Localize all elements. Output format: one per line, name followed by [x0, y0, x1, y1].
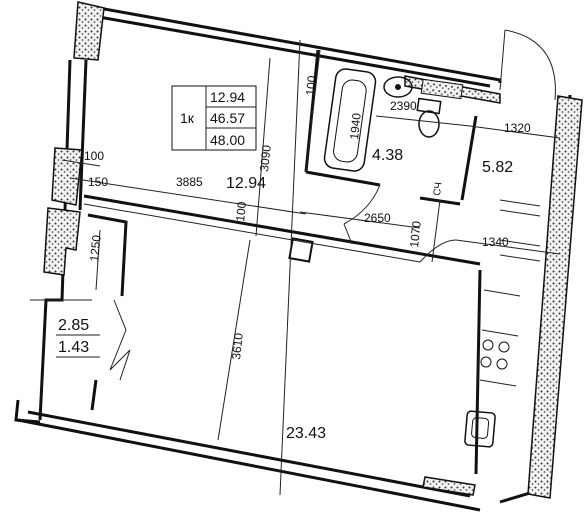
bath-door-arc — [343, 184, 381, 225]
bathroom-fixtures — [323, 68, 464, 172]
dimension-labels: 100 3090 1940 2390 1320 100 150 3885 100… — [84, 75, 531, 361]
bottom-wall-inner — [27, 410, 471, 498]
hob-ring-3 — [480, 356, 492, 368]
left-column-2 — [43, 207, 81, 276]
dim-2650: 2650 — [364, 211, 391, 225]
hob-ring-2 — [498, 341, 510, 353]
loggia — [30, 213, 131, 411]
dim-2390: 2390 — [390, 99, 417, 113]
dim-100-mid: 100 — [233, 201, 249, 223]
loggia-area-full: 2.85 — [58, 317, 89, 334]
hall-door-arc — [419, 239, 457, 263]
hall-wardrobe-marks — [499, 199, 541, 262]
door-swings — [343, 184, 457, 263]
bath-wall-bottom — [305, 170, 381, 187]
total-with-loggia-value: 48.00 — [210, 132, 245, 148]
summary-frame — [171, 85, 257, 151]
washbasin-drain — [395, 84, 401, 90]
counter-line-1 — [483, 289, 521, 297]
bathtub — [323, 68, 377, 172]
room-area-labels: 12.94 4.38 5.82 23.43 2.85 1.43 — [56, 147, 513, 442]
partition-room-kitchen-2 — [83, 203, 421, 263]
dim-100-left: 100 — [84, 149, 104, 163]
radiator-bottom — [422, 476, 476, 496]
kitchen-sink-bowl — [471, 417, 490, 439]
kitchen-counter-edge — [474, 269, 482, 475]
toilet-bowl — [418, 110, 440, 138]
rooms-count: 1к — [180, 110, 195, 126]
dim-1070: 1070 — [407, 220, 424, 248]
dim-1320: 1320 — [504, 121, 531, 135]
area-summary-table: 1к 12.94 46.57 48.00 — [171, 85, 257, 151]
loggia-area-reduced: 1.43 — [58, 339, 89, 356]
left-column-1 — [51, 147, 83, 206]
kitchen-living-area: 23.43 — [286, 425, 326, 442]
bath-shaft — [420, 78, 464, 100]
hall-area: 5.82 — [482, 159, 513, 176]
loggia-niche — [87, 213, 128, 297]
left-wall-inner — [78, 59, 88, 211]
dim-1340: 1340 — [482, 235, 509, 249]
bathroom-area: 4.38 — [372, 147, 403, 164]
partition-room-kitchen — [83, 194, 481, 266]
living-area-value: 12.94 — [210, 89, 245, 105]
dim-150: 150 — [88, 175, 108, 189]
dim-1250: 1250 — [87, 234, 104, 262]
hob-ring-4 — [496, 358, 508, 370]
top-wall-inner — [81, 12, 491, 88]
top-left-column — [73, 1, 105, 61]
loggia-corner — [14, 399, 41, 424]
hob-ring-1 — [482, 339, 494, 351]
kitchen-fixtures — [464, 199, 541, 448]
kitchen-sink — [464, 410, 496, 448]
bathtub-inner — [333, 79, 367, 163]
dim-3610: 3610 — [229, 332, 246, 360]
door-swing-arc — [504, 29, 556, 101]
loggia-folding-door — [109, 299, 131, 381]
counter-line-3 — [479, 379, 517, 387]
dim-100-top: 100 — [303, 75, 319, 97]
dimension-lines — [61, 39, 561, 496]
entrance-door — [499, 29, 556, 101]
loggia-wall-bottom — [90, 379, 98, 411]
counter-line-2 — [481, 329, 519, 337]
door-leaf — [499, 29, 506, 91]
dim-1940: 1940 — [347, 112, 364, 140]
washbasin — [383, 76, 413, 98]
bottom-wall — [17, 418, 481, 512]
dim-3885: 3885 — [176, 175, 203, 189]
ventilation-label: СЧ — [432, 182, 444, 197]
bath-door-leaf — [343, 223, 353, 245]
right-wall-hatch — [527, 95, 583, 499]
room-area: 12.94 — [226, 175, 266, 192]
dim-3090: 3090 — [257, 144, 274, 172]
top-wall — [81, 3, 502, 83]
bath-wall-right — [460, 115, 478, 201]
total-area-value: 46.57 — [210, 110, 245, 126]
toilet-tank — [416, 97, 442, 115]
